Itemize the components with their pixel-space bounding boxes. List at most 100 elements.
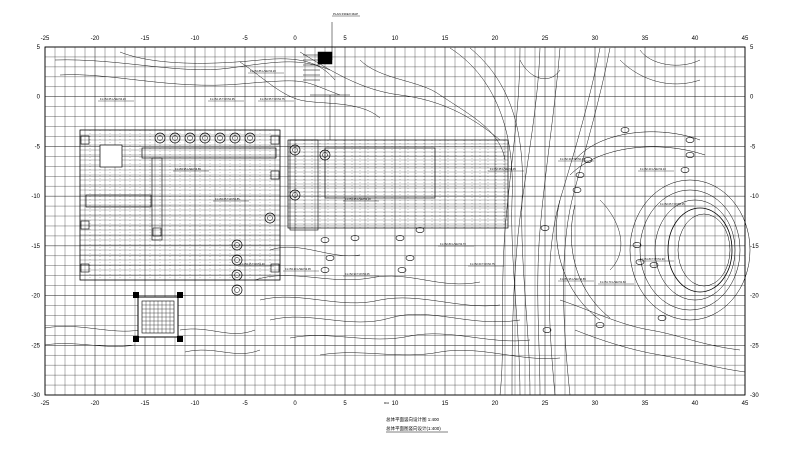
tree-symbol <box>234 257 240 263</box>
boulder-symbol <box>685 137 695 143</box>
y-axis-labels-left: 50-5-10-15-20-25-30 <box>31 45 40 399</box>
tree-symbol <box>319 149 331 161</box>
tree-symbol <box>154 132 166 144</box>
x-tick-label: 25 <box>542 36 549 42</box>
y-tick-label: -25 <box>750 343 759 349</box>
y-tick-label: -30 <box>31 393 40 399</box>
boulder-symbol <box>350 235 360 241</box>
x-tick-label: 30 <box>592 401 599 407</box>
y-tick-label: -5 <box>750 144 756 150</box>
planter-box <box>80 263 90 273</box>
tree-symbol <box>169 132 181 144</box>
elevation-annotation: F.L=52.60 T.W=52.75 <box>470 262 495 266</box>
boulder-symbol <box>320 237 330 243</box>
tree-symbol <box>229 132 241 144</box>
x-tick-label: 35 <box>642 401 649 407</box>
tree-symbol <box>231 284 243 296</box>
tree-symbol <box>289 189 301 201</box>
boulder-symbol <box>540 225 550 231</box>
y-axis-labels-right: 50-5-10-15-20-25-30 <box>750 45 759 399</box>
tree-symbol <box>187 135 193 141</box>
tree-symbols <box>80 132 331 296</box>
x-tick-label: 20 <box>492 36 499 42</box>
tree-symbol <box>184 132 196 144</box>
elevation-annotation: F.L=52.90 T.W=53.05 <box>345 272 370 276</box>
drawing-caption: 总体平面竖向设计图 1:400 <box>386 416 440 423</box>
tree-symbol <box>244 132 256 144</box>
elevation-annotation: F.L=52.80 L/SE=52.70 <box>440 242 466 246</box>
tree-symbol <box>322 152 328 158</box>
y-tick-label: -15 <box>750 244 759 250</box>
tree-symbol <box>214 132 226 144</box>
tree-symbol <box>231 269 243 281</box>
tree-symbol <box>234 272 240 278</box>
y-tick-label: -10 <box>750 194 759 200</box>
x-tick-label: 20 <box>492 401 499 407</box>
elevation-annotation: F.L=53.25 T.W=53.40 <box>240 262 265 266</box>
elevation-annotation: F.L=54.85 L/SE=54.20 <box>250 69 276 73</box>
boulder-symbol <box>405 255 415 261</box>
elevation-annotation: F.L=54.65 L/SE=54.20 <box>100 97 126 101</box>
elevation-annotations: F.L=54.85 L/SE=54.20F.L=54.55 T.W=54.75F… <box>98 69 694 285</box>
tree-symbol <box>234 242 240 248</box>
y-tick-label: 5 <box>37 45 41 51</box>
contour-lines <box>44 49 746 373</box>
tree-symbol <box>217 135 223 141</box>
boulder-symbol <box>572 187 582 193</box>
elevation-annotation: F.L=54.55 T.W=54.75 <box>260 97 285 101</box>
y-tick-label: -5 <box>35 144 41 150</box>
tree-symbol <box>232 135 238 141</box>
x-tick-label: 0 <box>293 401 297 407</box>
x-tick-label: -20 <box>91 36 100 42</box>
boulder-symbol <box>657 315 667 321</box>
boulder-symbol <box>320 267 330 273</box>
x-tick-label: 45 <box>742 36 749 42</box>
planter-box <box>152 227 162 237</box>
x-tick-label: 10 <box>392 401 399 407</box>
planter-box <box>80 220 90 230</box>
tree-symbol <box>289 144 301 156</box>
boulder-symbol <box>583 157 593 163</box>
tree-symbol <box>267 215 273 221</box>
x-tick-label: -5 <box>242 36 248 42</box>
top-index-label: PLAN INDEX MAP <box>333 12 358 16</box>
tree-symbol <box>157 135 163 141</box>
top-staircase <box>303 51 350 140</box>
scale-mark: M04 <box>384 402 389 405</box>
elevation-annotation: F.L=51.95 L/SE=51.85 <box>560 277 586 281</box>
boulder-symbol <box>595 322 605 328</box>
drawing-subcaption: 总体平面图竖向设计(1:400) <box>386 425 441 432</box>
y-tick-label: 0 <box>37 95 41 101</box>
y-tick-label: 5 <box>750 45 754 51</box>
x-tick-label: 0 <box>293 36 297 42</box>
boulder-symbol <box>395 235 405 241</box>
tree-symbol <box>199 132 211 144</box>
x-tick-label: 5 <box>343 36 347 42</box>
x-tick-label: 40 <box>692 36 699 42</box>
boulder-symbol <box>649 262 659 268</box>
elevation-annotation: F.L=54.15 T.W=54.35 <box>210 97 235 101</box>
boulder-symbol <box>575 172 585 178</box>
tree-symbol <box>292 192 298 198</box>
boulder-symbol <box>632 242 642 248</box>
tree-symbol <box>292 147 298 153</box>
elevation-annotation: F.L=52.45 L/SE=52.35 <box>490 167 516 171</box>
elevation-annotation: F.L=53.10 L/SE=52.95 <box>285 267 311 271</box>
x-tick-label: -25 <box>41 401 50 407</box>
tree-symbol <box>202 135 208 141</box>
boulder-symbol <box>635 259 645 265</box>
tree-symbol <box>172 135 178 141</box>
central-plaza <box>287 139 509 231</box>
x-tick-label: -10 <box>191 401 200 407</box>
planter-box <box>80 135 90 145</box>
x-tick-label: -15 <box>141 36 150 42</box>
y-tick-label: -30 <box>750 393 759 399</box>
elevation-annotation: F.L=53.65 T.W=53.85 <box>215 197 240 201</box>
x-tick-label: -25 <box>41 36 50 42</box>
x-tick-label: -5 <box>242 401 248 407</box>
y-tick-label: -20 <box>31 294 40 300</box>
tree-symbol <box>264 212 276 224</box>
